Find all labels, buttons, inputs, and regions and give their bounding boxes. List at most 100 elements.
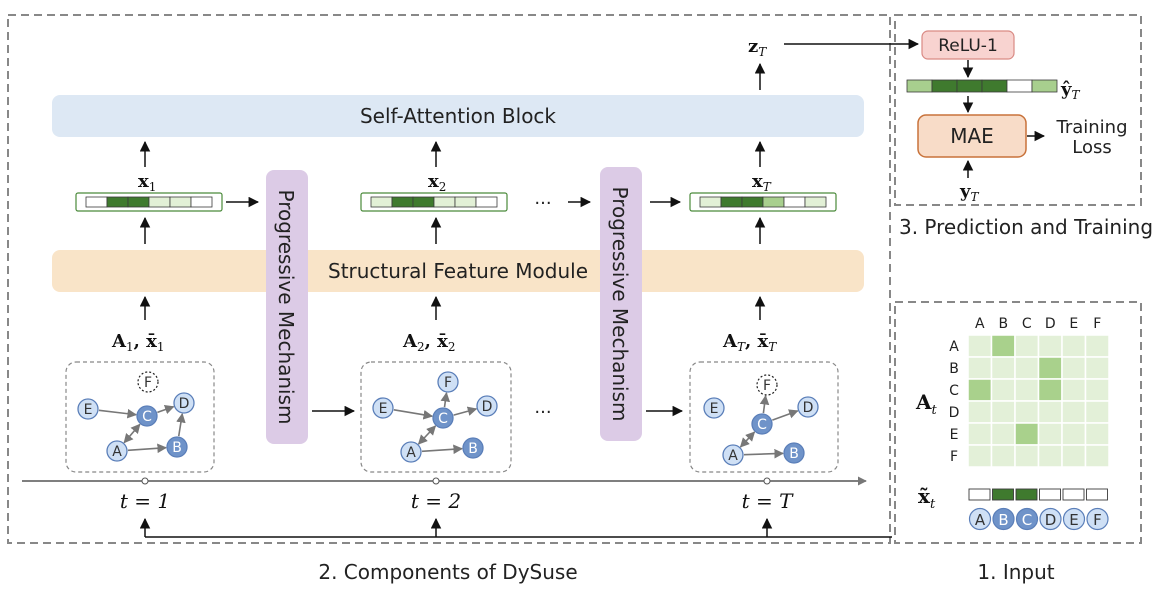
input-node-label: C — [1022, 511, 1032, 529]
structural-feature-label: Structural Feature Module — [328, 259, 588, 283]
time-label-1: t = 1 — [120, 489, 170, 513]
matrix-cell — [1084, 356, 1110, 380]
yhat-cell — [1006, 79, 1033, 93]
graph-node-label: D — [482, 399, 493, 415]
matrix-cell — [967, 356, 993, 380]
graph-node-label: A — [112, 444, 122, 460]
input-node-label: B — [998, 511, 1008, 529]
vector-cell — [391, 196, 414, 208]
matrix-cell — [1014, 356, 1040, 380]
yhat-cell — [906, 79, 933, 93]
graph-node-b — [166, 436, 188, 458]
matrix-cell — [1061, 422, 1087, 446]
components-caption: 2. Components of DySuse — [318, 560, 577, 584]
input-node-e — [1062, 507, 1086, 531]
graph-node-e — [703, 397, 725, 419]
graph-node-label: A — [728, 448, 738, 464]
matrix-row-header: A — [949, 339, 959, 355]
vector-cell — [370, 196, 393, 208]
matrix-cell — [990, 400, 1016, 424]
timeline-tick-1 — [141, 477, 149, 485]
matrix-col-header: E — [1069, 316, 1078, 332]
graph-node-e — [77, 398, 99, 420]
matrix-col-header: D — [1045, 316, 1056, 332]
input-vector-cell — [992, 488, 1014, 501]
graph-node-label: D — [179, 396, 190, 412]
graph-node-label: F — [144, 375, 152, 391]
input-node-b — [992, 507, 1015, 531]
matrix-cell — [1014, 334, 1040, 358]
vector-cell — [741, 196, 764, 208]
yhat-cell — [956, 79, 983, 93]
matrix-cell — [1061, 356, 1087, 380]
input-vector-cell — [1062, 488, 1085, 501]
vector-cell — [454, 196, 477, 208]
graph-node-label: F — [763, 378, 771, 394]
matrix-cell — [1084, 378, 1110, 402]
input-node-f — [1086, 507, 1109, 531]
graph-node-label: D — [803, 400, 814, 416]
input-node-label: A — [975, 511, 986, 529]
prediction-caption: 3. Prediction and Training — [899, 215, 1153, 239]
prediction-panel — [894, 14, 1142, 206]
graph-node-d — [173, 392, 195, 414]
matrix-cell — [990, 378, 1016, 402]
vector-cell — [85, 196, 108, 208]
vector-cell — [699, 196, 722, 208]
graph-node-label: E — [379, 401, 388, 417]
graph-node-e — [372, 397, 394, 419]
graph-node-label: E — [710, 401, 719, 417]
matrix-cell — [1037, 356, 1063, 380]
graph-node-a — [106, 440, 128, 462]
adj-label: At — [915, 390, 938, 418]
graph-edge — [739, 431, 756, 448]
vector-cell — [169, 196, 192, 208]
input-node-d — [1039, 507, 1062, 531]
matrix-cell — [1037, 422, 1063, 446]
graph-node-c — [751, 413, 773, 435]
graph-box-2 — [360, 361, 512, 473]
graph-box-3 — [689, 361, 839, 473]
yhat-label: ŷT — [1060, 79, 1080, 102]
ax-label-3: AT, x̄T — [722, 331, 777, 354]
matrix-cell — [1037, 378, 1063, 402]
graph-node-label: A — [406, 445, 416, 461]
graph-node-b — [462, 437, 484, 459]
graph-edge — [743, 448, 784, 459]
vector-cell — [127, 196, 150, 208]
matrix-cell — [990, 444, 1016, 468]
ax-label-1: A1, x̄1 — [111, 331, 165, 354]
matrix-cell — [1061, 444, 1087, 468]
matrix-cell — [967, 422, 993, 446]
matrix-cell — [990, 334, 1016, 358]
timeline-tick-2 — [432, 477, 440, 485]
training-loss-line1: Training — [1055, 117, 1127, 138]
input-vector-cell — [1086, 488, 1108, 501]
matrix-cell — [1014, 400, 1040, 424]
progressive-block-1 — [266, 170, 308, 444]
matrix-cell — [1014, 444, 1040, 468]
graph-node-label: C — [757, 417, 767, 433]
matrix-row-header: C — [949, 383, 959, 399]
graph-node-c — [136, 405, 158, 427]
graph-edge — [759, 394, 770, 414]
graph-node-a — [722, 444, 744, 466]
matrix-cell — [1061, 400, 1087, 424]
xt-label: x̃t — [918, 484, 936, 512]
graph-edge — [98, 408, 138, 419]
vector-cell — [190, 196, 213, 208]
matrix-cell — [990, 356, 1016, 380]
graph-node-label: B — [789, 446, 799, 462]
graph-box-1 — [65, 361, 215, 473]
ax-label-2: A2, x̄2 — [402, 331, 456, 354]
graph-edge — [440, 391, 451, 408]
vector-cell — [433, 196, 456, 208]
graph-node-label: F — [444, 375, 452, 391]
graph-edge — [393, 409, 434, 420]
yhat-cell — [1031, 79, 1058, 93]
relu-label: ReLU-1 — [938, 36, 998, 56]
ellipsis-graphs: ··· — [534, 402, 551, 423]
